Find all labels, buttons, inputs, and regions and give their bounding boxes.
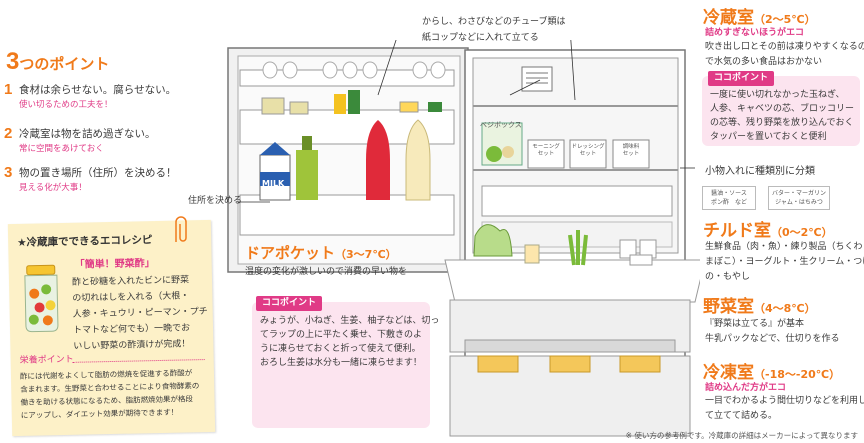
sample-box-line: ポン酢 など bbox=[710, 199, 747, 206]
points-title-text: つのポイント bbox=[19, 55, 110, 73]
chilled-temp: （0〜2℃） bbox=[771, 226, 833, 239]
vegetable-temp: （4〜8℃） bbox=[754, 302, 816, 315]
recipe-title: ★冷蔵庫でできるエコレシピ bbox=[17, 234, 153, 249]
vegetable-section: 野菜室（4〜8℃） bbox=[703, 292, 816, 317]
recipe-card: ★冷蔵庫でできるエコレシピ 「簡単！野菜酢」 酢と砂糖を入れたビンに野菜 の切れ… bbox=[7, 219, 216, 437]
point-2-sub: 常に空間をあけておく bbox=[19, 144, 104, 154]
coco-right-line: 人参、キャベツの芯、ブロッコリー bbox=[710, 104, 855, 114]
vege-box-label: ベジボックス bbox=[480, 121, 522, 129]
reizo-sub: 詰めすぎないほうがエコ bbox=[705, 28, 805, 38]
point-3-num: 3 bbox=[4, 164, 13, 181]
reizo-temp: （2〜5℃） bbox=[754, 13, 816, 26]
chilled-title: チルド室 bbox=[703, 221, 771, 241]
coco-left-line: てラップの上に平たく乗せ、下敷きのよ bbox=[260, 330, 423, 340]
jar-label-line: モーニング bbox=[532, 144, 560, 150]
small-items-callout: 小物入れに種類別に分類 bbox=[705, 166, 815, 177]
door-pocket-desc: 温度の変化が激しいので消費の早い物を bbox=[245, 267, 408, 277]
fridge-illustration bbox=[227, 40, 700, 437]
point-1-sub: 使い切るための工夫を！ bbox=[19, 100, 113, 110]
nutrition-body: 酢には代謝をよくして脂肪の燃焼を促進する酢酸が 含まれます。生野菜と合わせること… bbox=[20, 366, 200, 422]
freezer-sub: 詰め込んだ方がエコ bbox=[705, 383, 787, 393]
recipe-body: 酢と砂糖を入れたビンに野菜 の切れはしを入れる（大根・ 人参・キュウリ・ピーマン… bbox=[72, 274, 209, 353]
door-pocket-title: ドアポケット bbox=[245, 244, 336, 262]
coco-left-line: おろし生姜は水分も一緒に凍らせます！ bbox=[260, 358, 422, 368]
tube-callout: からし、わさびなどのチューブ類は 紙コップなどに入れて立てる bbox=[422, 16, 565, 44]
point-2-num: 2 bbox=[4, 125, 13, 142]
sample-box-butter: バター・マーガリンジャム・はちみつ bbox=[768, 186, 830, 210]
coco-right-line: タッパーを置いておくと便利 bbox=[710, 132, 827, 142]
coco-left-tag: ココポイント bbox=[256, 296, 323, 311]
jar-label-line: ドレッシング bbox=[571, 144, 605, 150]
point-1-text: 食材は余らせない。腐らせない。 bbox=[19, 84, 177, 96]
door-pocket-section: ドアポケット（3〜7℃） bbox=[245, 242, 397, 263]
chilled-line: の・もやし bbox=[705, 272, 751, 282]
tube-callout-line: からし、わさびなどのチューブ類は bbox=[422, 17, 566, 27]
freezer-section: 冷凍室（-18〜-20℃） bbox=[703, 358, 840, 383]
milk-label: MILK bbox=[262, 179, 285, 188]
chilled-body: 生鮮食品（肉・魚）・練り製品（ちくわ・か まぼこ）・ヨーグルト・生クリーム・つけ… bbox=[705, 240, 864, 285]
points-title-num: 3 bbox=[6, 48, 20, 75]
paperclip-icon bbox=[175, 216, 187, 242]
reizo-line: 吹き出し口とその前は凍りやすくなるの bbox=[705, 42, 864, 52]
points-title: 3つのポイント bbox=[6, 48, 109, 76]
nutrition-divider bbox=[72, 359, 205, 363]
reizo-body: 吹き出し口とその前は凍りやすくなるの で水気の多い食品はおかない bbox=[705, 40, 864, 70]
point-3-sub: 見える化が大事！ bbox=[19, 183, 87, 193]
door-pocket-temp: （3〜7℃） bbox=[335, 248, 397, 261]
point-1-num: 1 bbox=[4, 81, 13, 98]
vegetable-body: 『野菜は立てる』が基本 牛乳パックなどで、仕切りを作る bbox=[705, 317, 839, 347]
coco-point-left: ココポイント みょうが、小ねぎ、生姜、柚子などは、切っ てラップの上に平たく乗せ… bbox=[252, 296, 439, 428]
freezer-line: て立てて詰める。 bbox=[705, 411, 778, 421]
nutrition-line: にアップし、ダイエット効果が期待できます！ bbox=[20, 407, 179, 420]
coco-left-line: うに凍らせておくと折って使えて便利。 bbox=[260, 344, 421, 354]
coco-right-tag: ココポイント bbox=[708, 71, 775, 86]
sample-box-line: バター・マーガリン bbox=[771, 190, 826, 197]
chilled-section: チルド室（0〜2℃） bbox=[703, 216, 833, 241]
recipe-body-line: の切れはしを入れる（大根・ bbox=[72, 291, 190, 304]
point-3-text: 物の置き場所（住所）を決める！ bbox=[19, 167, 177, 179]
coco-right-line: 一度に使い切れなかった玉ねぎ、 bbox=[710, 90, 845, 100]
reizo-line: で水気の多い食品はおかない bbox=[705, 57, 823, 67]
nutrition-label: 栄養ポイント bbox=[19, 354, 74, 366]
jar-label-line: セット bbox=[537, 151, 555, 157]
vegetable-line: 牛乳パックなどで、仕切りを作る bbox=[705, 334, 840, 344]
freezer-body: 一目でわかるよう間仕切りなどを利用し て立てて詰める。 bbox=[705, 394, 864, 424]
sample-box-sauce: 醤油・ソースポン酢 など bbox=[702, 186, 756, 210]
chilled-line: まぼこ）・ヨーグルト・生クリーム・つけも bbox=[705, 257, 864, 267]
coco-right-line: の芯等、残り野菜を放り込んでおく bbox=[710, 118, 854, 128]
jar-label-morning: モーニングセット bbox=[528, 144, 564, 158]
recipe-body-line: 人参・キュウリ・ピーマン・プチ bbox=[72, 306, 208, 320]
vegetable-title: 野菜室 bbox=[703, 297, 754, 317]
reizo-title: 冷蔵室 bbox=[703, 8, 754, 28]
points-section: 3つのポイント 1 食材は余らせない。腐らせない。 使い切るための工夫を！ 2 … bbox=[4, 48, 224, 193]
jar-label-seasoning: 調味料セット bbox=[613, 144, 649, 158]
reizo-section: 冷蔵室（2〜5℃） bbox=[703, 3, 816, 28]
freezer-temp: （-18〜-20℃） bbox=[754, 368, 841, 381]
jar-label-line: セット bbox=[622, 151, 640, 157]
recipe-body-line: 酢と砂糖を入れたビンに野菜 bbox=[71, 275, 190, 288]
pickle-jar-icon bbox=[24, 264, 59, 333]
address-callout: 住所を決める bbox=[188, 196, 243, 206]
jar-label-line: 調味料 bbox=[622, 144, 640, 150]
footnote: ※ 使い方の参考例です。冷蔵庫の詳細はメーカーによって異なります bbox=[625, 431, 858, 440]
freezer-line: 一目でわかるよう間仕切りなどを利用し bbox=[705, 396, 864, 406]
sample-box-line: ジャム・はちみつ bbox=[775, 199, 823, 206]
tube-callout-line: 紙コップなどに入れて立てる bbox=[422, 33, 539, 43]
coco-left-line: みょうが、小ねぎ、生姜、柚子などは、切っ bbox=[260, 316, 440, 326]
vegetable-line: 『野菜は立てる』が基本 bbox=[705, 319, 805, 329]
jar-label-dressing: ドレッシングセット bbox=[570, 144, 606, 158]
recipe-body-line: トマトなど何でも）一晩でお bbox=[72, 323, 191, 336]
jar-label-line: セット bbox=[579, 151, 597, 157]
recipe-name: 「簡単！野菜酢」 bbox=[74, 258, 155, 271]
recipe-body-line: いしい野菜の酢漬けが完成！ bbox=[73, 339, 191, 352]
coco-point-right: ココポイント 一度に使い切れなかった玉ねぎ、 人参、キャベツの芯、ブロッコリー … bbox=[702, 71, 860, 146]
point-2-text: 冷蔵室は物を詰め過ぎない。 bbox=[19, 128, 156, 140]
chilled-line: 生鮮食品（肉・魚）・練り製品（ちくわ・か bbox=[705, 242, 864, 252]
sample-box-line: 醤油・ソース bbox=[711, 190, 747, 197]
freezer-title: 冷凍室 bbox=[703, 363, 754, 383]
